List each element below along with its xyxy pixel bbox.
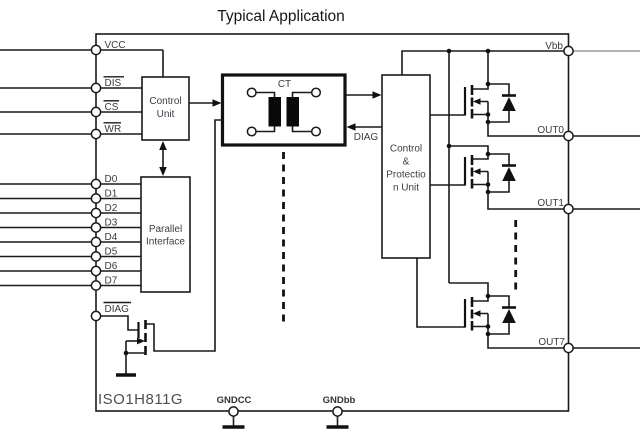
pin-cs-terminal xyxy=(90,106,102,118)
pin-d5-label: D5 xyxy=(105,247,118,258)
transformer-winding-left xyxy=(268,97,281,127)
control-protection-block: Control & Protectio n Unit xyxy=(381,74,431,259)
pin-d5: D5 xyxy=(90,247,118,262)
control-unit-block: Control Unit xyxy=(141,76,190,141)
mosfet-out7 xyxy=(463,292,518,338)
pin-d7: D7 xyxy=(90,276,118,291)
pin-out1-label: OUT1 xyxy=(537,198,564,209)
pin-d1-label: D1 xyxy=(105,189,118,200)
pin-vbb-label: Vbb xyxy=(545,41,563,52)
ct-label: CT xyxy=(278,79,291,90)
mosfet-out1 xyxy=(463,150,518,196)
pin-out0: OUT0 xyxy=(537,125,574,142)
pin-wr: WR xyxy=(90,122,122,140)
control-protection-label-4: n Unit xyxy=(393,183,419,194)
ct-terminal-top-left xyxy=(246,87,257,98)
pin-diag-terminal xyxy=(90,310,102,322)
page-title: Typical Application xyxy=(217,8,345,25)
pin-vcc: VCC xyxy=(90,40,126,56)
pin-gndbb-label: GNDbb xyxy=(323,395,356,406)
pin-d3-terminal xyxy=(90,222,102,233)
pin-d7-label: D7 xyxy=(105,276,118,287)
diag-signal-label: DIAG xyxy=(354,132,379,143)
pin-d6: D6 xyxy=(90,261,118,277)
control-unit-label-1: Control xyxy=(149,96,181,107)
pin-gndcc: GNDCC xyxy=(217,395,252,429)
pin-out7-terminal xyxy=(563,342,574,354)
pin-d0-label: D0 xyxy=(105,174,118,185)
pin-out0-label: OUT0 xyxy=(537,125,564,136)
pin-d6-terminal xyxy=(90,265,102,277)
ct-to-protection-arrow xyxy=(346,91,382,99)
control-protection-label-3: Protectio xyxy=(386,170,426,181)
pin-d7-terminal xyxy=(90,280,102,291)
pin-vcc-label: VCC xyxy=(105,40,126,51)
ct-terminal-bottom-left xyxy=(246,126,257,137)
pin-out1: OUT1 xyxy=(537,198,574,215)
pin-d0-terminal xyxy=(90,178,102,190)
pin-diag-label: DIAG xyxy=(105,304,130,315)
pin-d4: D4 xyxy=(90,232,118,248)
diag-mosfet xyxy=(100,119,223,377)
pin-out7-label: OUT7 xyxy=(538,337,565,348)
pin-out0-terminal xyxy=(563,130,574,142)
pin-diag: DIAG xyxy=(90,301,131,322)
pin-wr-label: WR xyxy=(105,124,122,135)
pin-d2-label: D2 xyxy=(105,203,118,214)
pin-gndbb-terminal xyxy=(332,406,343,417)
pin-dis: DIS xyxy=(90,76,124,94)
pin-wr-terminal xyxy=(90,128,102,140)
mosfet-out0 xyxy=(463,80,518,126)
control-protection-label-1: Control xyxy=(390,144,422,155)
pin-gndbb: GNDbb xyxy=(323,395,356,429)
diag-drain-wire xyxy=(146,119,223,352)
vbb-rail xyxy=(401,48,564,296)
external-left-wires xyxy=(0,49,92,287)
parallel-interface-label-2: Interface xyxy=(146,237,185,248)
ct-terminal-bottom-right xyxy=(310,126,322,137)
pin-out7: OUT7 xyxy=(538,337,574,354)
ct-terminal-top-right xyxy=(310,87,322,98)
output-stage-1 xyxy=(430,150,564,210)
pin-out1-terminal xyxy=(563,203,574,215)
control-to-ct-arrow xyxy=(189,99,222,107)
pin-vbb-terminal xyxy=(563,45,574,57)
pin-gndcc-terminal xyxy=(228,406,239,417)
external-right-wires xyxy=(573,50,640,349)
pin-d1-terminal xyxy=(90,193,102,204)
pin-vcc-terminal xyxy=(90,44,102,56)
pin-d1: D1 xyxy=(90,189,118,204)
pin-d4-label: D4 xyxy=(105,232,118,243)
pin-gndcc-label: GNDCC xyxy=(217,395,252,406)
pin-d5-terminal xyxy=(90,251,102,262)
diag-feedback-arrow: DIAG xyxy=(346,123,382,143)
pin-d3-label: D3 xyxy=(105,218,118,229)
control-protection-label-2: & xyxy=(403,157,410,168)
pin-d0: D0 xyxy=(90,174,118,190)
transformer-winding-right xyxy=(286,97,299,127)
pin-cs: CS xyxy=(90,100,119,118)
parallel-interface-block: Parallel Interface xyxy=(140,176,191,293)
control-parallel-arrow xyxy=(159,141,167,176)
ct-transformer-block: CT xyxy=(220,73,347,147)
output-stage-7 xyxy=(416,258,565,349)
chip-name: ISO1H811G xyxy=(98,391,183,408)
pin-d6-label: D6 xyxy=(105,261,118,272)
pin-d3: D3 xyxy=(90,218,118,233)
pin-vbb: Vbb xyxy=(545,41,574,57)
internal-left-wires xyxy=(100,49,164,287)
pin-cs-label: CS xyxy=(105,102,119,113)
control-unit-label-2: Unit xyxy=(157,109,175,120)
pin-dis-terminal xyxy=(90,82,102,94)
chip-outline xyxy=(95,33,570,412)
parallel-interface-label-1: Parallel xyxy=(149,224,182,235)
pin-d4-terminal xyxy=(90,236,102,248)
pin-dis-label: DIS xyxy=(105,78,122,89)
pin-d2: D2 xyxy=(90,203,118,219)
pin-d2-terminal xyxy=(90,207,102,219)
output-stage-0 xyxy=(430,80,564,137)
